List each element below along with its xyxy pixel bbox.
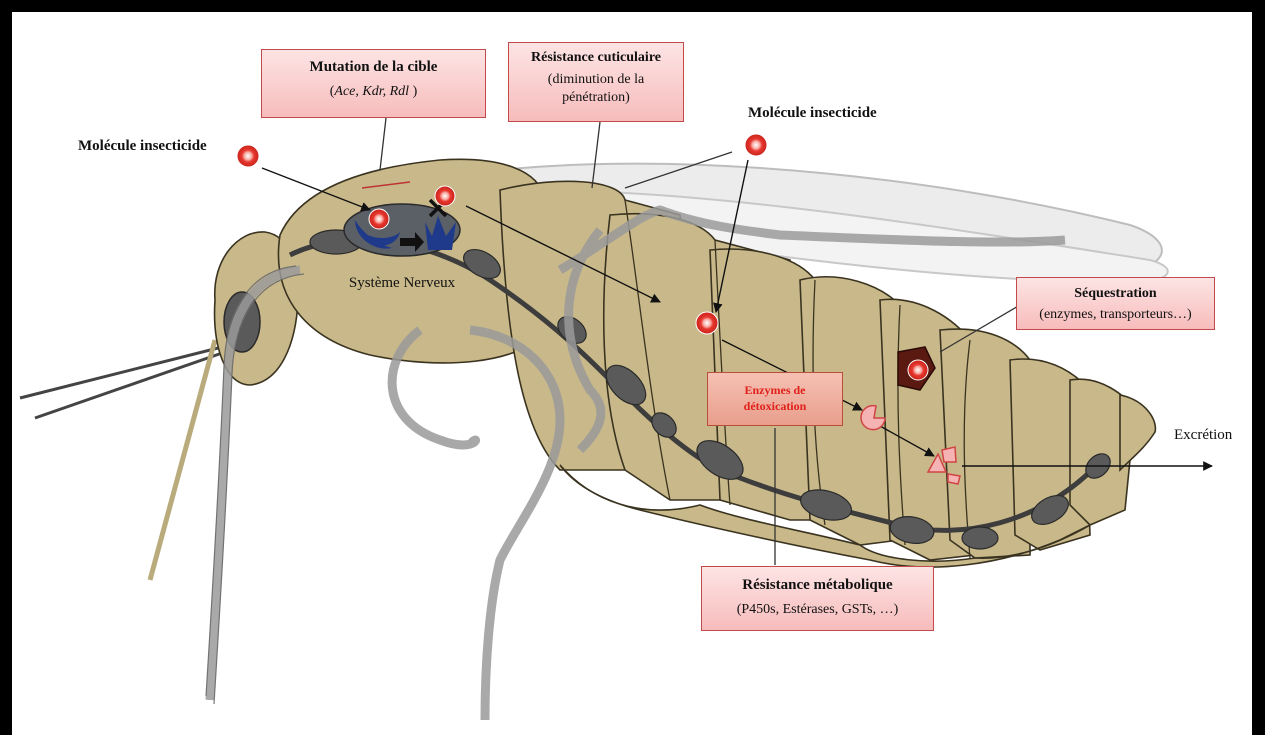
- metabolic-resistance-box: Résistance métabolique (P450s, Estérases…: [701, 566, 934, 631]
- detox-enzymes-box: Enzymes de détoxication: [707, 372, 843, 426]
- metabolic-resistance-title: Résistance métabolique: [702, 576, 933, 595]
- excretion-label: Excrétion: [1174, 426, 1254, 445]
- molecule-icon: [696, 312, 718, 334]
- metabolic-resistance-subtitle: (P450s, Estérases, GSTs, …): [702, 601, 933, 619]
- molecule-label-right: Molécule insecticide: [748, 104, 908, 123]
- molecule-icon: [237, 145, 259, 167]
- molecule-icon: [435, 186, 455, 206]
- detox-line-1: Enzymes de: [708, 382, 842, 398]
- cuticular-line-1: (diminution de la: [509, 71, 683, 89]
- sequestration-title: Séquestration: [1017, 285, 1214, 303]
- target-mutation-box: Mutation de la cible (Ace, Kdr, Rdl ): [261, 49, 486, 118]
- antennae: [20, 340, 230, 580]
- molecule-icon: [908, 360, 928, 380]
- molecule-icon: [745, 134, 767, 156]
- detox-line-2: détoxication: [708, 398, 842, 414]
- sequestration-box: Séquestration (enzymes, transporteurs…): [1016, 277, 1215, 330]
- molecule-label-left: Molécule insecticide: [78, 137, 238, 156]
- nervous-system-label: Système Nerveux: [332, 274, 472, 293]
- target-mutation-title: Mutation de la cible: [262, 58, 485, 77]
- cuticular-line-2: pénétration): [509, 89, 683, 107]
- sequestration-subtitle: (enzymes, transporteurs…): [1017, 306, 1214, 324]
- cuticular-resistance-title: Résistance cuticulaire: [509, 49, 683, 67]
- target-mutation-genes: (Ace, Kdr, Rdl ): [262, 83, 485, 101]
- cuticular-resistance-box: Résistance cuticulaire (diminution de la…: [508, 42, 684, 122]
- molecule-icon: [369, 209, 389, 229]
